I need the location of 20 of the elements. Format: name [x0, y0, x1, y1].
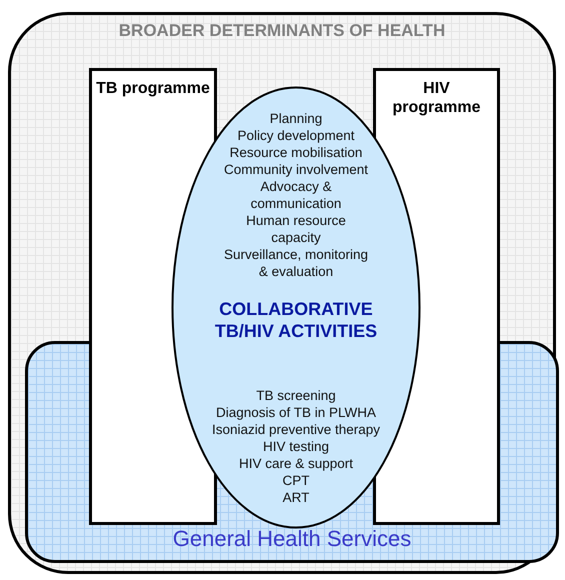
list-item: Advocacy & communication	[250, 178, 342, 212]
list-item: Resource mobilisation	[228, 144, 364, 161]
list-item: Human resource capacity	[245, 212, 347, 246]
list-item: Planning	[268, 110, 324, 127]
list-item: TB screening	[255, 387, 337, 404]
box-title: TB programme	[95, 79, 211, 98]
outer-panel	[8, 12, 556, 574]
heading: BROADER DETERMINANTS OF HEALTH	[118, 21, 446, 41]
list-item: HIV care & support	[238, 455, 354, 472]
list-item: HIV testing	[262, 438, 330, 455]
list-item: ART	[282, 489, 310, 506]
list-item: Policy development	[236, 127, 356, 144]
list-item: Diagnosis of TB in PLWHA	[214, 404, 378, 421]
list-item: Isoniazid preventive therapy	[210, 421, 382, 438]
panel-title: General Health Services	[172, 526, 412, 552]
box-title: HIV programme	[391, 79, 482, 117]
list-item: CPT	[282, 472, 310, 489]
list-item: Surveillance, monitoring & evaluation	[222, 246, 370, 280]
ellipse-title: COLLABORATIVE TB/HIV ACTIVITIES	[214, 298, 378, 342]
list-item: Community involvement	[222, 161, 370, 178]
